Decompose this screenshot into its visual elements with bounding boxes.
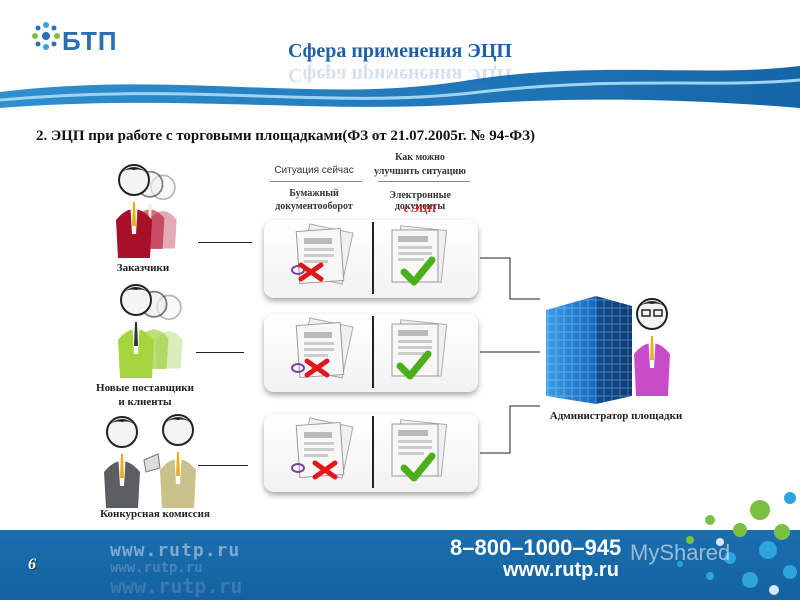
server-building-icon [546, 296, 632, 404]
connector-suppliers [196, 352, 244, 353]
better-sub-highlight: с ЭЦП [403, 203, 437, 215]
decorative-dots-icon [677, 492, 797, 595]
card-divider [372, 222, 374, 294]
now-sub-line2: документооборот [275, 201, 353, 212]
customers-person-icon [116, 164, 177, 258]
footer-url-pattern-faded: www.rutp.ru [110, 574, 243, 598]
better-header-line2: улучшить ситуацию [374, 166, 466, 177]
card-divider [372, 316, 374, 388]
better-sub-line1: Электронные документы [365, 190, 475, 212]
now-header: Ситуация сейчас [274, 165, 354, 176]
header-wave [0, 66, 800, 108]
electronic-document-icon [391, 419, 448, 477]
check-icon [400, 256, 436, 286]
slide-title-reflection: Сфера применения ЭЦП [288, 64, 512, 86]
better-header-line [378, 181, 470, 182]
check-icon [396, 350, 432, 380]
admin-person-icon [634, 298, 670, 396]
footer-bar [0, 530, 800, 600]
connector-commission [198, 465, 248, 466]
suppliers-label-line1: Новые поставщики [96, 382, 194, 394]
better-header-line1: Как можно [395, 152, 445, 163]
commission-person-icon [104, 414, 196, 508]
footer-site-link[interactable]: www.rutp.ru [503, 559, 619, 581]
customers-label: Заказчики [116, 262, 170, 274]
page-number: 6 [28, 556, 36, 573]
cross-icon [298, 262, 324, 282]
better-sub-line2: с ЭЦП [365, 203, 475, 215]
check-icon [400, 452, 436, 482]
connector-customers [198, 242, 252, 243]
commission-label: Конкурсная комиссия [100, 508, 210, 520]
slide-title: Сфера применения ЭЦП [288, 40, 512, 62]
cross-icon [304, 358, 330, 378]
watermark: MyShared [630, 540, 731, 565]
paper-document-icon [291, 223, 354, 285]
logo-icon [32, 22, 60, 50]
card-divider [372, 416, 374, 488]
cross-icon [312, 460, 338, 480]
now-header-line [270, 181, 362, 182]
logo-text: БТП [62, 26, 118, 56]
now-sub-line1: Бумажный [289, 188, 339, 199]
footer-url-pattern: www.rutp.ru [110, 540, 241, 561]
electronic-document-icon [391, 225, 448, 283]
admin-label: Администратор площадки [549, 410, 683, 422]
better-sub-prefix: Электронные документы [389, 190, 451, 212]
footer-url-pattern-faded: www.rutp.ru [110, 560, 203, 576]
slide-subtitle: 2. ЭЦП при работе с торговыми площадками… [36, 128, 536, 144]
footer-phone: 8–800–1000–945 [450, 535, 622, 560]
suppliers-person-icon [118, 284, 183, 378]
connector-to-admin [480, 257, 540, 454]
suppliers-label-line2: и клиенты [118, 396, 172, 408]
